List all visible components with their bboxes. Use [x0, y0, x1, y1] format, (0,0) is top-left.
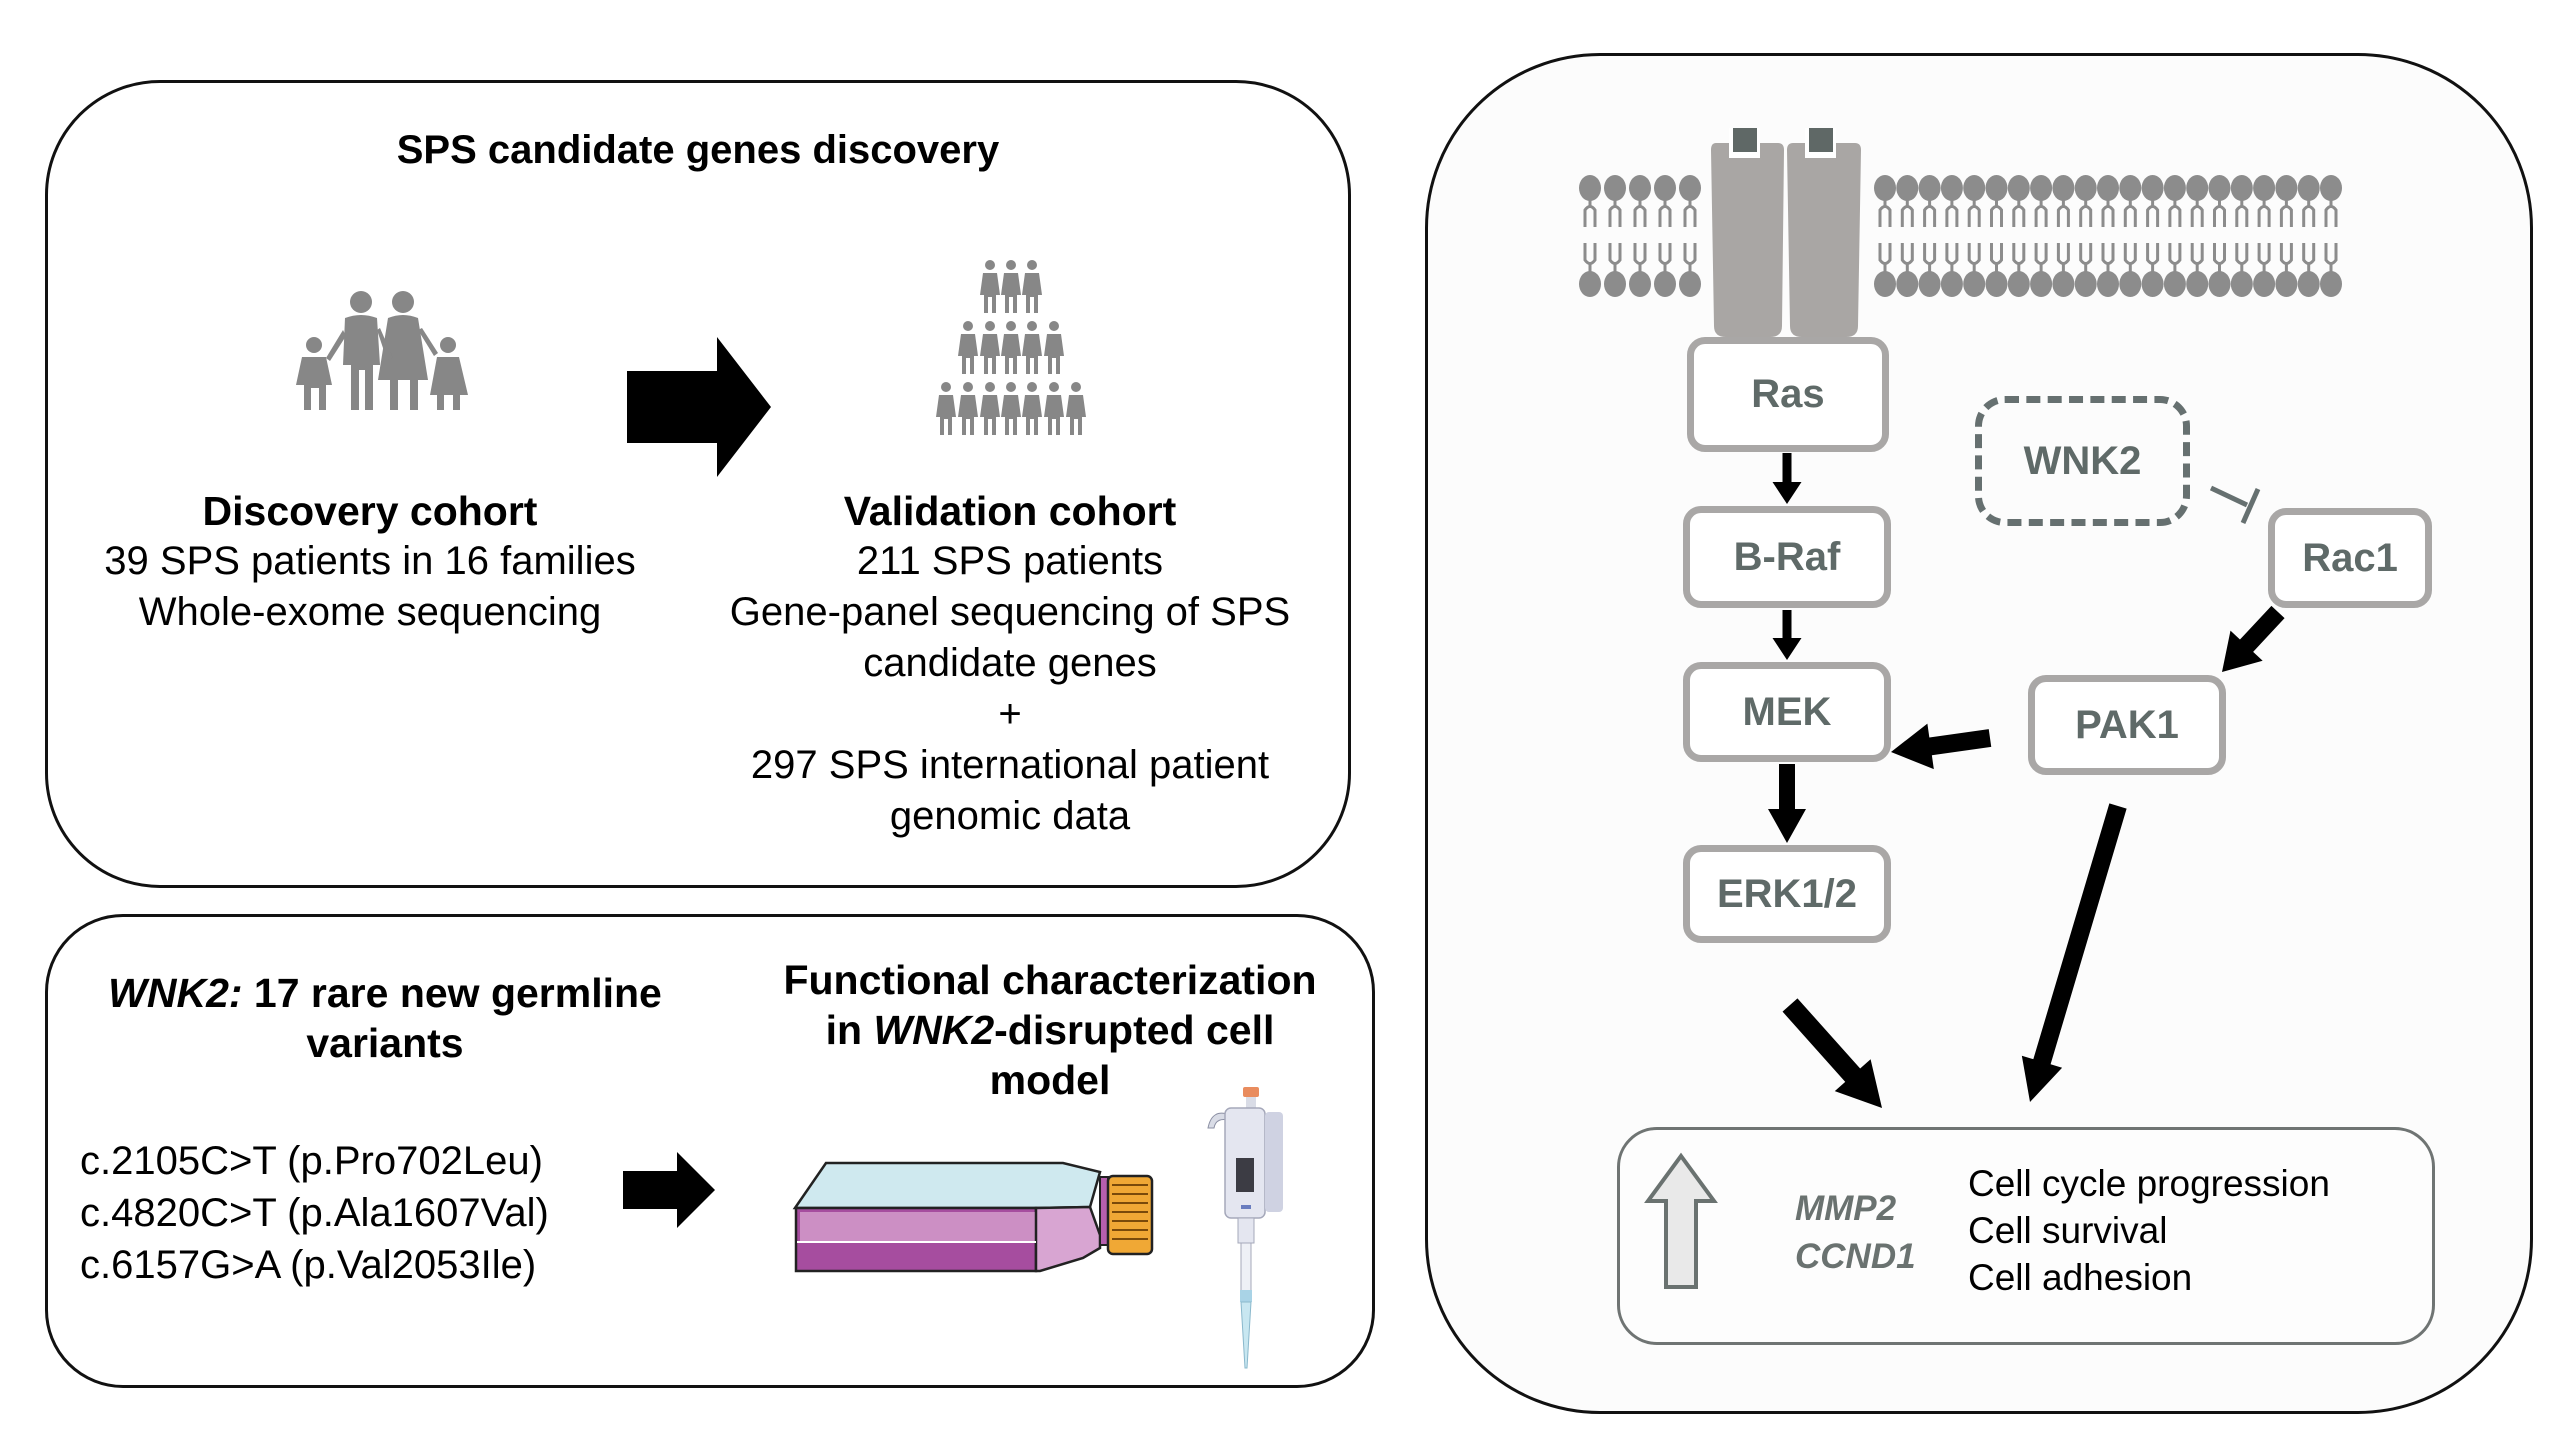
node-erk: ERK1/2	[1683, 845, 1891, 943]
gene-label: MMP2	[1795, 1189, 1897, 1228]
node-braf: B-Raf	[1683, 506, 1891, 608]
effect-item: Cell survival	[1968, 1210, 2168, 1251]
discovery-cohort: Discovery cohort 39 SPS patients in 16 f…	[60, 486, 680, 638]
node-pak1-label: PAK1	[2075, 702, 2179, 747]
variants-title-rest: 17 rare new germline	[242, 970, 662, 1016]
effect-item: Cell adhesion	[1968, 1257, 2193, 1298]
validation-cohort-line: Gene-panel sequencing of SPS	[729, 590, 1291, 634]
variant-item: c.4820C>T (p.Ala1607Val)	[80, 1191, 549, 1235]
validation-cohort-line: 297 SPS international patient	[750, 743, 1270, 787]
effect-item: Cell cycle progression	[1968, 1163, 2330, 1204]
variant-item: c.6157G>A (p.Val2053Ile)	[80, 1243, 537, 1287]
variants-title: WNK2: 17 rare new germline variants	[60, 968, 710, 1068]
validation-cohort-line: genomic data	[889, 794, 1131, 838]
node-mek: MEK	[1683, 662, 1891, 762]
gene-label: CCND1	[1795, 1237, 1916, 1276]
validation-cohort-line: +	[998, 692, 1022, 736]
validation-cohort-heading: Validation cohort	[843, 488, 1177, 534]
variants-title-line2: variants	[306, 1020, 464, 1066]
variant-item: c.2105C>T (p.Pro702Leu)	[80, 1139, 543, 1183]
functional-title-line3: model	[989, 1057, 1111, 1103]
discovery-cohort-line: 39 SPS patients in 16 families	[104, 539, 636, 583]
node-wnk2-label: WNK2	[2023, 438, 2142, 483]
outcome-genes: MMP2 CCND1	[1795, 1185, 1916, 1281]
node-mek-label: MEK	[1742, 689, 1832, 734]
node-rac1: Rac1	[2268, 508, 2432, 608]
discovery-panel	[45, 80, 1351, 888]
validation-cohort-line: 211 SPS patients	[856, 539, 1164, 583]
node-wnk2: WNK2	[1975, 396, 2190, 526]
node-ras: Ras	[1687, 337, 1889, 452]
node-pak1: PAK1	[2028, 675, 2226, 775]
node-rac1-label: Rac1	[2302, 535, 2398, 580]
variant-list: c.2105C>T (p.Pro702Leu) c.4820C>T (p.Ala…	[80, 1135, 549, 1291]
node-ras-label: Ras	[1751, 372, 1825, 416]
functional-title: Functional characterization in WNK2-disr…	[740, 955, 1360, 1105]
discovery-panel-title: SPS candidate genes discovery	[396, 128, 1000, 172]
functional-title-line1: Functional characterization	[783, 957, 1317, 1003]
node-braf-label: B-Raf	[1733, 534, 1841, 579]
outcome-effects: Cell cycle progression Cell survival Cel…	[1968, 1160, 2330, 1301]
variants-title-gene: WNK2:	[108, 970, 243, 1016]
variants-panel	[45, 914, 1375, 1388]
functional-title-pre: in	[825, 1007, 874, 1053]
discovery-cohort-line: Whole-exome sequencing	[138, 590, 602, 634]
node-erk-label: ERK1/2	[1716, 871, 1858, 916]
validation-cohort-line: candidate genes	[863, 641, 1157, 685]
validation-cohort: Validation cohort 211 SPS patients Gene-…	[690, 486, 1330, 842]
outcome-box	[1617, 1127, 2435, 1345]
discovery-cohort-heading: Discovery cohort	[202, 488, 538, 534]
functional-title-post: -disrupted cell	[994, 1007, 1275, 1053]
functional-title-gene: WNK2	[873, 1007, 995, 1053]
